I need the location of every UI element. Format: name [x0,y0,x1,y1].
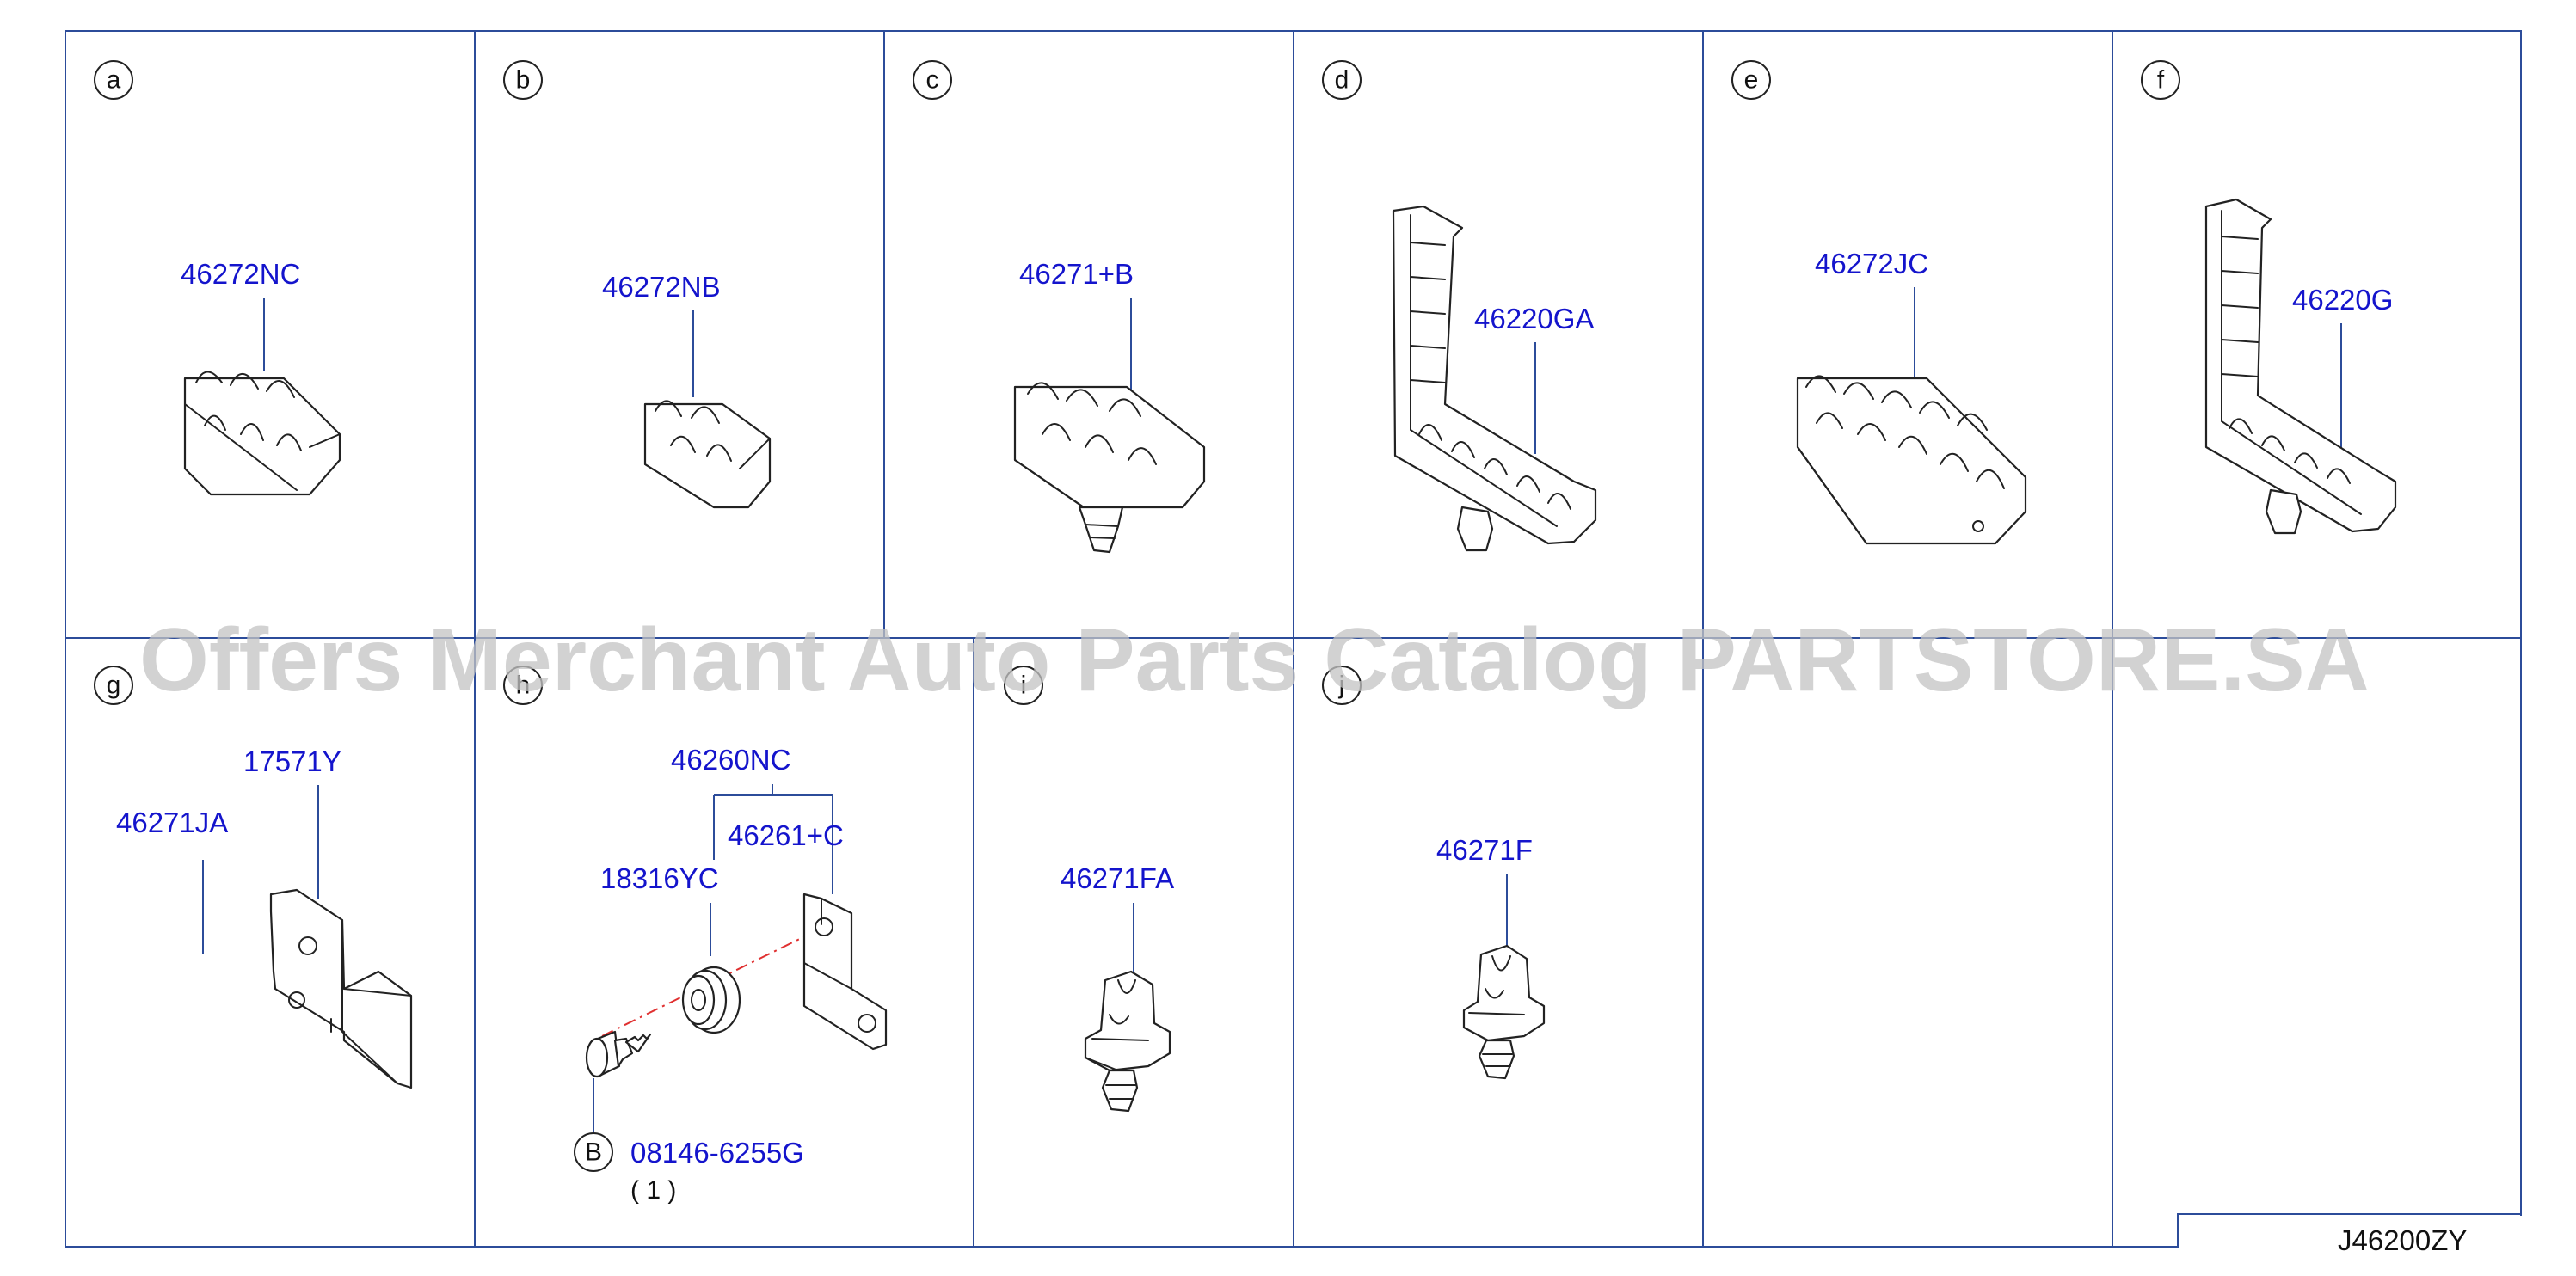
pipe-clip-2-way [643,400,772,509]
part-label-46220g[interactable]: 46220G [2292,284,2393,316]
mounting-plate [802,893,888,1051]
l-shaped-pipe-bracket-small [2204,198,2397,535]
part-label-46271f[interactable]: 46271F [1436,834,1533,866]
panel-letter-circle [94,666,133,705]
panel-letter-circle [503,666,543,705]
pipe-clip-5-way [1796,375,2027,545]
l-shaped-pipe-bracket [1392,205,1597,552]
panel-f: f 46220G [2141,60,2397,535]
panel-letter: g [107,672,121,700]
panel-d: d 46220GA [1322,60,1597,552]
panel-letter-circle [1322,60,1362,100]
panel-letter-circle [1004,666,1043,705]
part-label-46261+c[interactable]: 46261+C [728,819,844,851]
grommet [681,966,741,1034]
panel-letter: h [516,672,531,700]
push-pin-clip-small [1462,944,1546,1080]
ref-notch-mask [2112,1248,2179,1276]
bolt-quantity: ( 1 ) [630,1176,676,1205]
push-pin-clip [1084,970,1171,1113]
panel-letter: i [1021,672,1027,700]
panel-i: i 46271FA [1004,666,1174,1113]
part-label-46220ga[interactable]: 46220GA [1474,303,1594,334]
panel-letter: e [1744,66,1759,95]
ref-notch-fill [2179,1216,2557,1276]
bolt-marker-circle [574,1132,613,1172]
part-label-46272jc[interactable]: 46272JC [1815,248,1928,279]
panel-g: g 17571Y 46271JA [94,666,413,1089]
panel-e: e 46272JC [1731,60,2027,545]
part-label-46260nc[interactable]: 46260NC [671,744,790,776]
bolt [585,1030,652,1078]
bolt-marker: B [585,1138,602,1167]
panel-letter: j [1338,672,1345,700]
panel-letter: c [926,66,939,95]
part-label-08146-6255g[interactable]: 08146-6255G [630,1137,804,1169]
panel-b: b 46272NB [503,60,772,509]
watermark: Offers Merchant Auto Parts Catalog PARTS… [139,610,2370,710]
part-label-17571y[interactable]: 17571Y [243,745,341,777]
panel-letter-circle [2141,60,2180,100]
panel-c: c 46271+B [913,60,1206,554]
part-label-46271+b[interactable]: 46271+B [1019,258,1134,290]
grid-frame [65,30,2522,1248]
part-label-46271ja[interactable]: 46271JA [116,807,228,838]
panel-j: j 46271F [1322,666,1546,1080]
pipe-clip-with-pin [1013,382,1206,554]
panel-letter-circle [1322,666,1362,705]
panel-letter: d [1335,66,1349,95]
panel-h: h 46260NC 46261+C 18316YC B 08146-6255G [503,666,888,1205]
panel-letter-circle [503,60,543,100]
part-label-18316yc[interactable]: 18316YC [600,862,719,894]
part-label-46271fa[interactable]: 46271FA [1061,862,1174,894]
panel-letter: b [516,66,531,95]
panel-letter-circle [94,60,133,100]
panel-letter: a [107,66,121,95]
panel-a: a 46272NC [94,60,341,496]
panel-letter: f [2157,66,2165,95]
diagram-reference: J46200ZY [2338,1224,2467,1256]
panel-letter-circle [913,60,952,100]
panel-letter-circle [1731,60,1771,100]
mounting-bracket [269,888,413,1089]
part-label-46272nb[interactable]: 46272NB [602,271,721,303]
part-label-46272nc[interactable]: 46272NC [181,258,300,290]
pipe-clip-3-way [183,371,341,496]
